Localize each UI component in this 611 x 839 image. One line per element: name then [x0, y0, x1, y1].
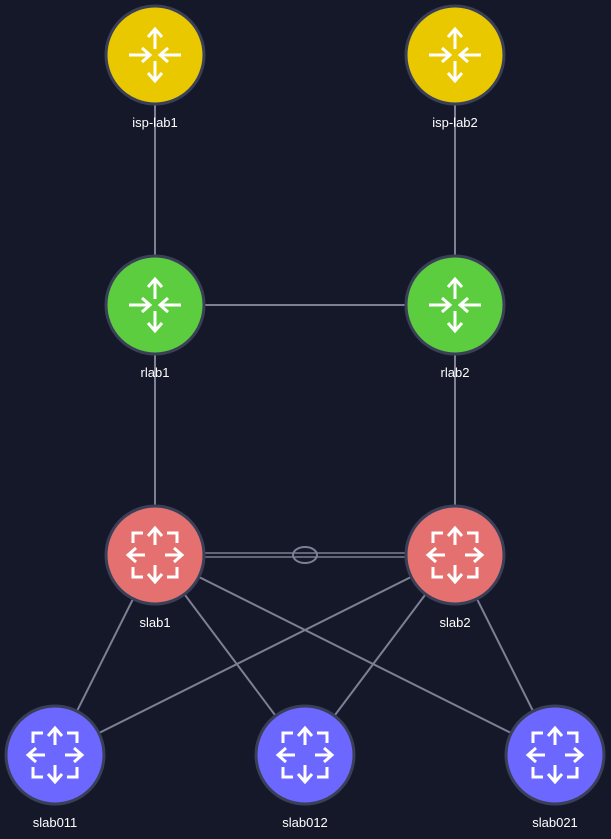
node-label: slab1	[139, 615, 170, 630]
node-isp-lab2[interactable]: isp-lab2	[404, 4, 506, 130]
nodes-layer: isp-lab1 isp-lab2 rlab1 rlab2 slab1 slab2 slab…	[4, 4, 606, 830]
node-circle	[104, 4, 206, 106]
link-slab1-slab021[interactable]	[154, 554, 556, 756]
node-circle	[104, 254, 206, 356]
router-icon	[429, 26, 481, 84]
link-slab2-slab011[interactable]	[54, 554, 456, 756]
node-circle	[504, 704, 606, 806]
node-circle	[404, 4, 506, 106]
node-label: slab011	[33, 815, 78, 830]
node-label: rlab2	[441, 365, 470, 380]
node-rlab1[interactable]: rlab1	[104, 254, 206, 380]
router-icon	[129, 276, 181, 334]
node-circle	[4, 704, 106, 806]
node-circle	[404, 254, 506, 356]
node-label: slab021	[532, 815, 578, 830]
switch-icon	[525, 725, 585, 785]
node-label: slab2	[439, 615, 470, 630]
node-label: isp-lab2	[432, 115, 478, 130]
node-rlab2[interactable]: rlab2	[404, 254, 506, 380]
node-circle	[104, 504, 206, 606]
node-circle	[404, 504, 506, 606]
switch-icon	[275, 725, 335, 785]
node-slab021[interactable]: slab021	[504, 704, 606, 830]
router-icon	[129, 26, 181, 84]
node-slab2[interactable]: slab2	[404, 504, 506, 630]
switch-icon	[125, 525, 185, 585]
lag-bundle-icon	[292, 546, 318, 564]
node-slab012[interactable]: slab012	[254, 704, 356, 830]
links-layer	[54, 55, 556, 756]
switch-icon	[25, 725, 85, 785]
node-slab1[interactable]: slab1	[104, 504, 206, 630]
node-label: isp-lab1	[132, 115, 178, 130]
router-icon	[429, 276, 481, 334]
switch-icon	[425, 525, 485, 585]
node-isp-lab1[interactable]: isp-lab1	[104, 4, 206, 130]
node-label: rlab1	[141, 365, 170, 380]
node-slab011[interactable]: slab011	[4, 704, 106, 830]
node-label: slab012	[282, 815, 328, 830]
node-circle	[254, 704, 356, 806]
